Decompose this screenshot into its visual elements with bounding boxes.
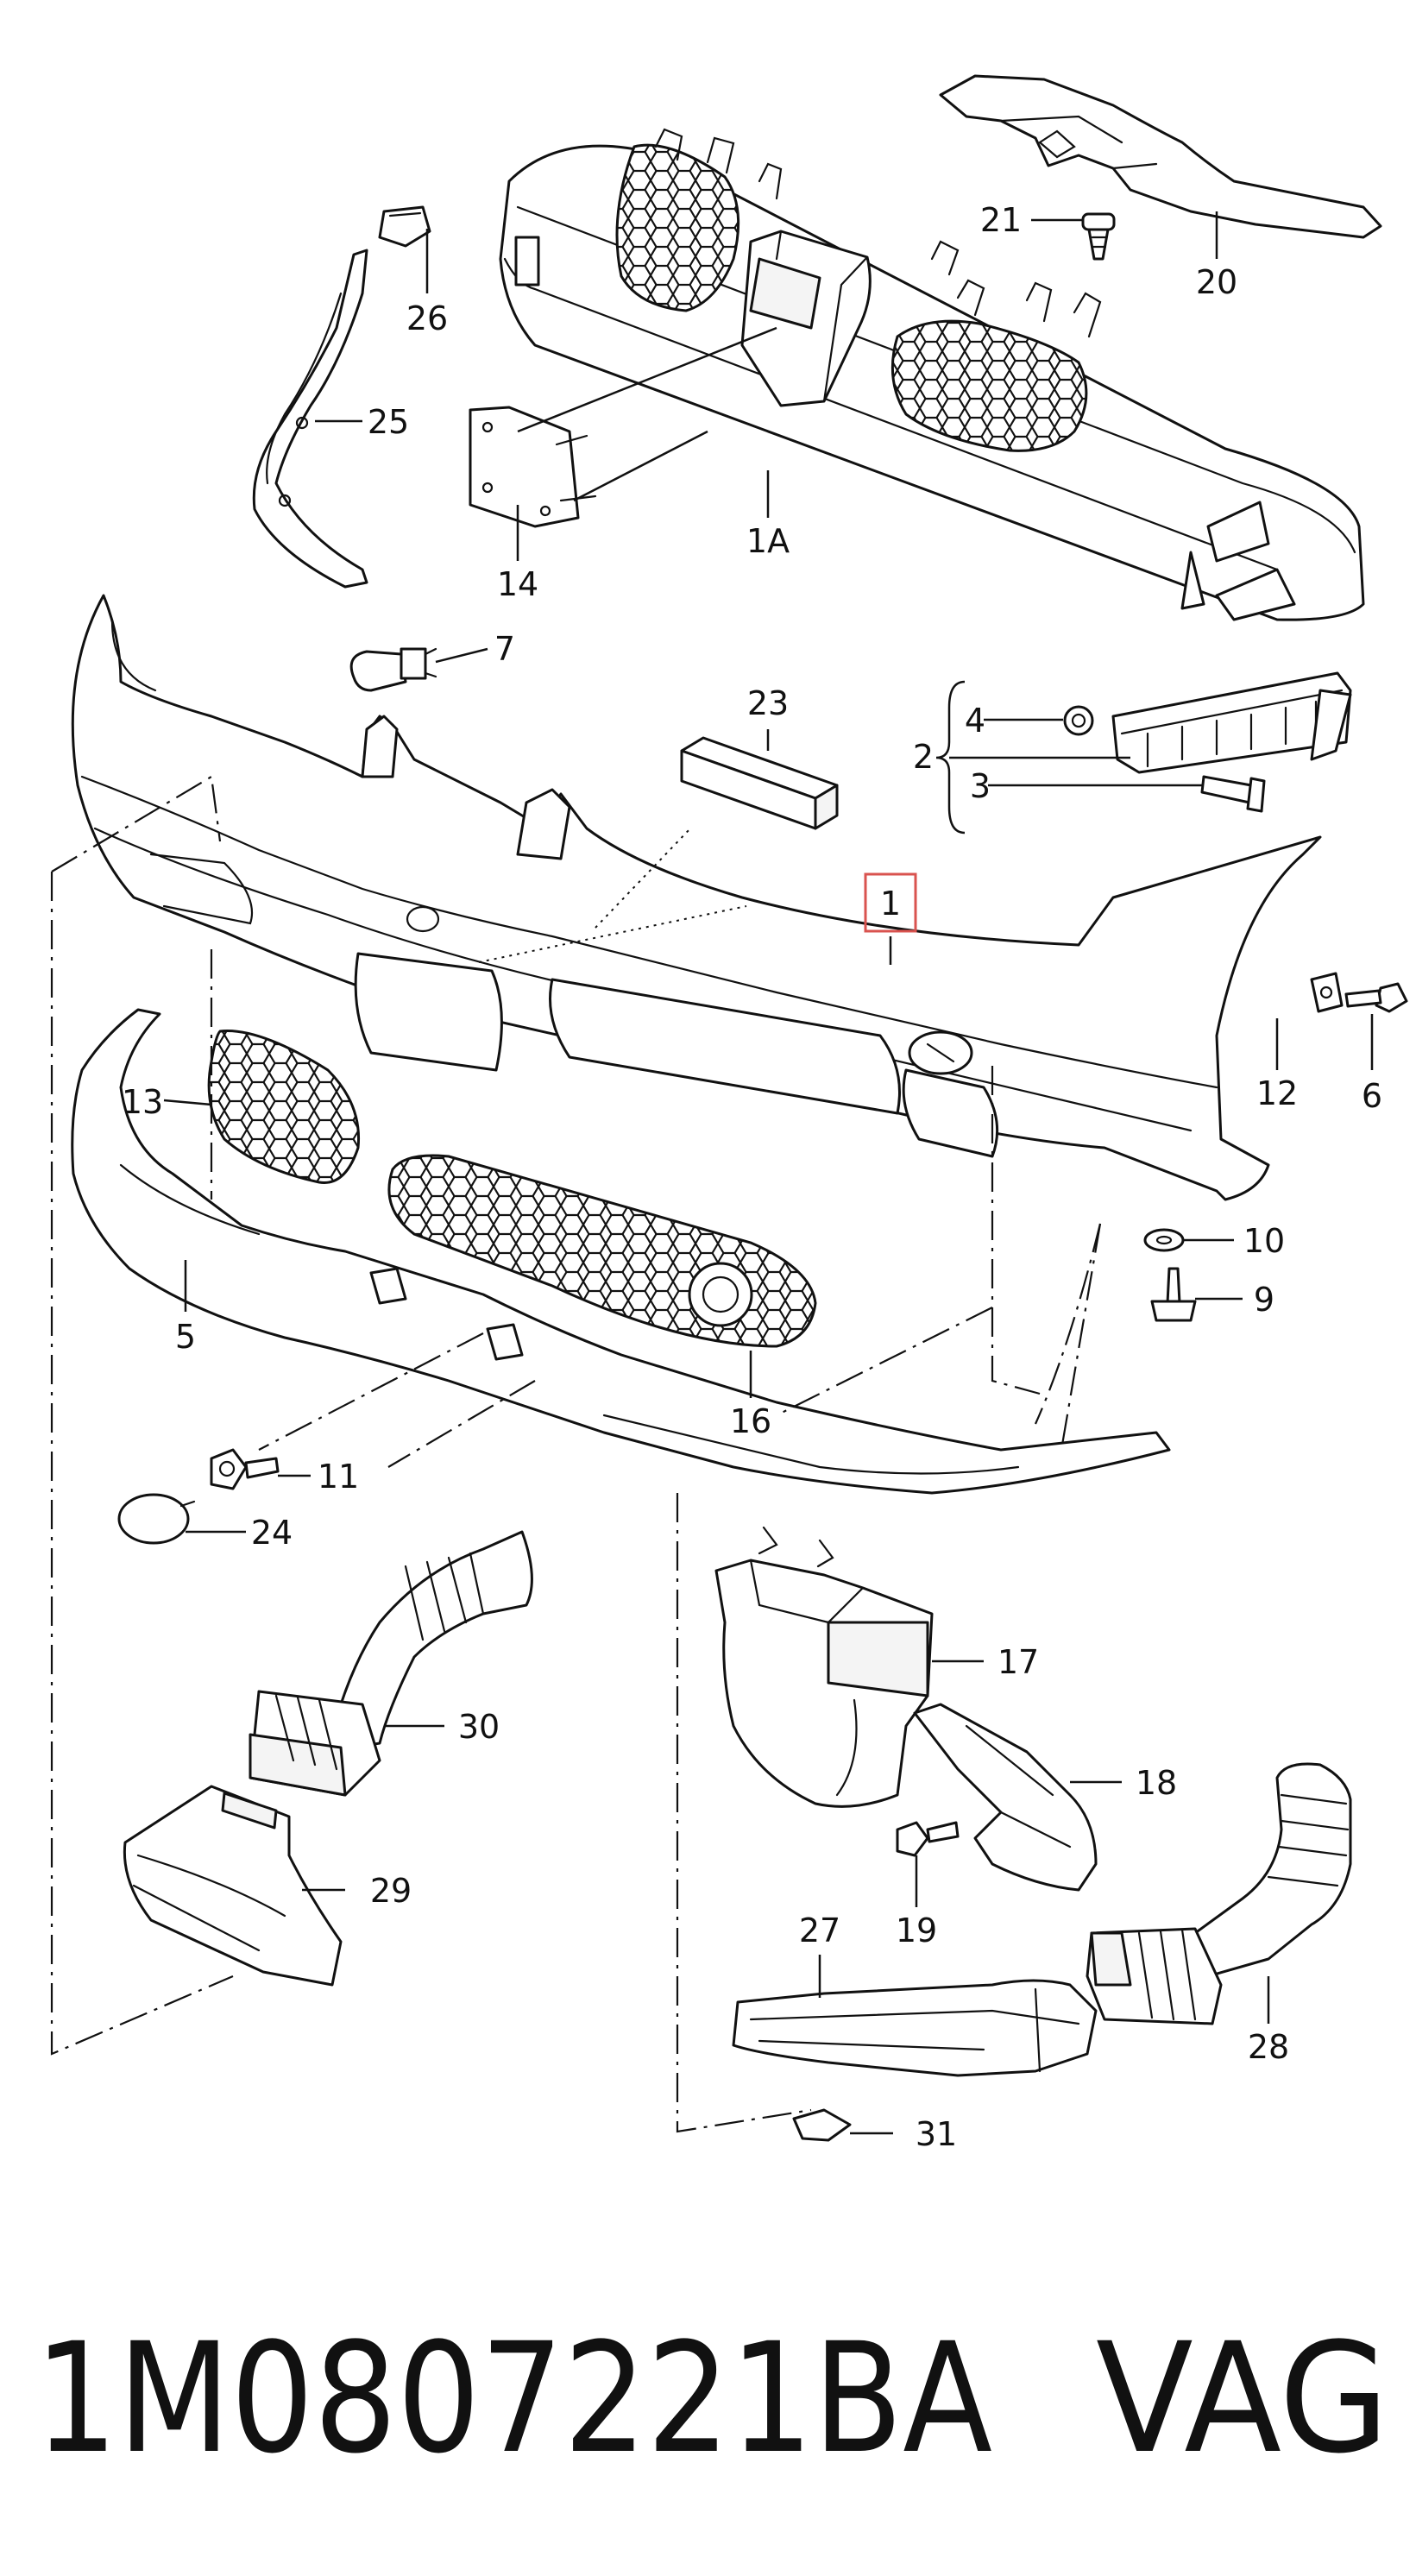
part-18-plate	[913, 1703, 1098, 1892]
label-16: 16	[730, 1402, 771, 1440]
label-23: 23	[747, 684, 789, 722]
part-30-air-duct	[249, 1530, 533, 1797]
assembly-lines	[50, 775, 1102, 2133]
part-3-screw	[1200, 775, 1266, 813]
part-16-grille	[387, 1154, 817, 1348]
part-27-duct	[732, 1979, 1098, 2077]
label-17: 17	[997, 1643, 1039, 1681]
carrier-mesh-left	[615, 128, 783, 312]
highlight-box-part-1	[864, 872, 917, 933]
part-6-screw	[1344, 982, 1408, 1013]
part-5-lower-spoiler	[71, 1008, 1171, 1495]
part-31-clip	[792, 2108, 852, 2142]
part-number: 1M0807221BA	[35, 2310, 992, 2487]
label-10: 10	[1243, 1222, 1285, 1260]
part-25-side-bracket	[252, 249, 368, 589]
label-3: 3	[970, 767, 991, 805]
part-21-rivet	[1081, 212, 1116, 261]
part-26-bolt	[378, 205, 431, 248]
label-25: 25	[368, 403, 409, 441]
part-4-clip	[1063, 705, 1094, 736]
part-11-screw	[210, 1448, 280, 1490]
part-14-plate	[469, 406, 597, 528]
label-6: 6	[1362, 1077, 1382, 1115]
brand-name: VAG	[1096, 2310, 1389, 2487]
carrier-center-bracket	[740, 230, 872, 407]
part-labels: 1 1A 2 3 4 5 6 7 9 10 11 12 13 14 16 17 …	[122, 201, 1382, 2153]
label-1A: 1A	[746, 522, 790, 560]
label-26: 26	[406, 299, 448, 337]
label-13: 13	[122, 1083, 163, 1121]
label-12: 12	[1256, 1074, 1298, 1112]
label-28: 28	[1248, 2028, 1289, 2066]
label-20: 20	[1196, 263, 1237, 301]
label-11: 11	[318, 1458, 359, 1496]
label-18: 18	[1136, 1764, 1177, 1802]
part-7-bulb	[349, 647, 437, 692]
part-17-deflector	[714, 1526, 934, 1808]
part-1-bumper-cover	[71, 594, 1322, 1201]
label-21: 21	[980, 201, 1022, 239]
label-24: 24	[251, 1514, 293, 1552]
part-2-side-bracket	[1111, 671, 1352, 774]
label-5: 5	[175, 1318, 196, 1356]
part-24-cap	[117, 1493, 196, 1545]
label-1: 1	[880, 885, 901, 923]
label-7: 7	[494, 630, 515, 668]
leader-lines	[163, 211, 1374, 2135]
part-28-hose	[1086, 1762, 1352, 2025]
part-12-clip	[1310, 972, 1344, 1013]
part-20-air-guide	[939, 74, 1382, 239]
part-19-screw	[896, 1821, 960, 1857]
carrier-mesh-right	[891, 240, 1102, 452]
label-31: 31	[916, 2115, 957, 2153]
label-14: 14	[497, 565, 538, 603]
label-27: 27	[799, 1912, 840, 1949]
part-9-screw	[1150, 1267, 1197, 1322]
label-4: 4	[965, 702, 985, 740]
part-10-washer	[1143, 1228, 1185, 1252]
part-13-grille	[207, 1030, 361, 1184]
label-19: 19	[896, 1912, 937, 1949]
part-29-air-intake	[123, 1785, 343, 1987]
part-23-foam-block	[680, 736, 839, 830]
footer: 1M0807221BA VAG	[35, 2310, 1389, 2487]
label-2: 2	[913, 738, 934, 776]
label-30: 30	[458, 1708, 500, 1746]
label-9: 9	[1254, 1281, 1274, 1319]
label-29: 29	[370, 1872, 412, 1910]
